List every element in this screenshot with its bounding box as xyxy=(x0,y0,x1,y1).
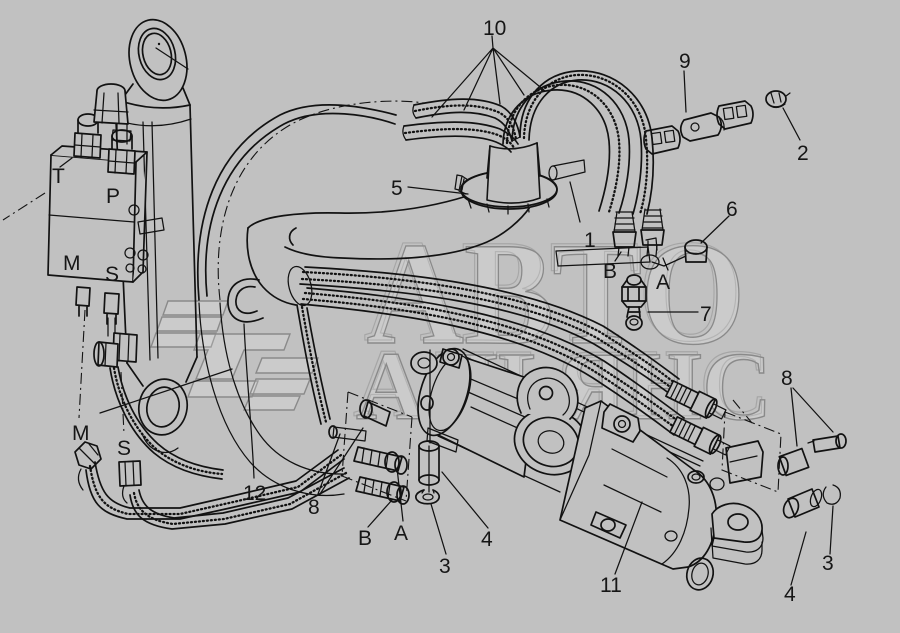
svg-text:8: 8 xyxy=(308,496,320,519)
svg-text:1: 1 xyxy=(584,229,596,252)
svg-text:10: 10 xyxy=(483,17,506,40)
svg-text:B: B xyxy=(358,527,372,550)
svg-text:7: 7 xyxy=(700,303,712,326)
svg-text:B: B xyxy=(603,260,617,283)
svg-text:S: S xyxy=(117,437,131,460)
svg-text:АВТО: АВТО xyxy=(367,212,746,375)
svg-text:3: 3 xyxy=(822,552,834,575)
svg-text:4: 4 xyxy=(784,583,796,606)
svg-text:9: 9 xyxy=(679,50,691,73)
svg-text:4: 4 xyxy=(481,528,493,551)
svg-text:12: 12 xyxy=(243,482,266,505)
svg-text:11: 11 xyxy=(600,574,622,597)
svg-text:T: T xyxy=(52,165,65,188)
svg-text:P: P xyxy=(106,185,120,208)
svg-text:A: A xyxy=(394,522,408,545)
svg-text:S: S xyxy=(105,263,119,286)
svg-text:3: 3 xyxy=(439,555,451,578)
svg-text:6: 6 xyxy=(726,198,738,221)
svg-text:5: 5 xyxy=(391,177,403,200)
svg-text:M: M xyxy=(72,422,90,445)
svg-text:2: 2 xyxy=(797,142,809,165)
svg-text:A: A xyxy=(656,271,670,294)
svg-text:8: 8 xyxy=(781,367,793,390)
svg-text:M: M xyxy=(63,252,81,275)
